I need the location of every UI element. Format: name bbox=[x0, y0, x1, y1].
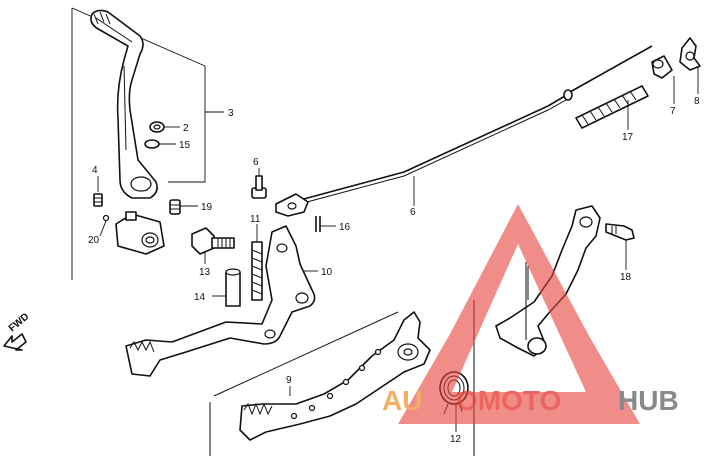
watermark-text-hub: HUB bbox=[618, 385, 679, 416]
callout-14: 14 bbox=[194, 292, 206, 303]
callout-12: 12 bbox=[450, 434, 462, 445]
callout-8: 8 bbox=[694, 96, 700, 107]
rear-brake-arm-group bbox=[495, 205, 635, 357]
callout-20: 20 bbox=[88, 235, 100, 246]
sleeve-14 bbox=[225, 271, 241, 307]
cotter-pin-16 bbox=[315, 216, 321, 232]
watermark-logo: AU OMOTO HUB bbox=[382, 204, 679, 424]
callout-18: 18 bbox=[620, 272, 632, 283]
warning-triangle-icon bbox=[398, 204, 640, 424]
bolt-18 bbox=[605, 223, 635, 241]
callout-6-upper: 6 bbox=[253, 157, 259, 168]
callout-2: 2 bbox=[183, 123, 189, 134]
bolt-4 bbox=[93, 193, 103, 207]
kick-spindle-boss bbox=[115, 213, 165, 255]
callout-3: 3 bbox=[228, 108, 234, 119]
kick-starter-group bbox=[71, 7, 206, 280]
washer-20 bbox=[102, 214, 110, 222]
callout-9: 9 bbox=[286, 375, 292, 386]
fwd-label: FWD bbox=[7, 311, 32, 334]
callout-11: 11 bbox=[250, 214, 261, 225]
callout-4: 4 bbox=[92, 165, 98, 176]
kick-starter-arm bbox=[90, 9, 158, 199]
callout-6-rod: 6 bbox=[410, 207, 416, 218]
callout-7: 7 bbox=[670, 106, 676, 117]
callout-labels: 3 2 15 4 19 20 6 11 16 13 10 14 6 9 12 8… bbox=[88, 96, 700, 445]
bolt-19 bbox=[169, 199, 181, 215]
fwd-arrow: FWD bbox=[3, 311, 32, 351]
brake-rod-group bbox=[275, 37, 701, 217]
callout-17: 17 bbox=[622, 132, 634, 143]
brake-pedal-10 bbox=[125, 225, 316, 377]
brake-linkage-group bbox=[125, 175, 321, 377]
callout-13: 13 bbox=[199, 267, 211, 278]
fwd-arrow-icon bbox=[3, 333, 27, 351]
callout-16: 16 bbox=[339, 222, 351, 233]
watermark-text-omoto: OMOTO bbox=[456, 385, 561, 416]
brake-rod-6 bbox=[279, 45, 653, 203]
gear-pedal-9 bbox=[239, 311, 431, 441]
pivot-bolt-13 bbox=[191, 227, 215, 255]
callout-10: 10 bbox=[321, 267, 333, 278]
callout-19: 19 bbox=[201, 202, 213, 213]
callout-15: 15 bbox=[179, 140, 191, 151]
watermark-text-au: AU bbox=[382, 385, 422, 416]
circlip-15 bbox=[144, 139, 160, 149]
